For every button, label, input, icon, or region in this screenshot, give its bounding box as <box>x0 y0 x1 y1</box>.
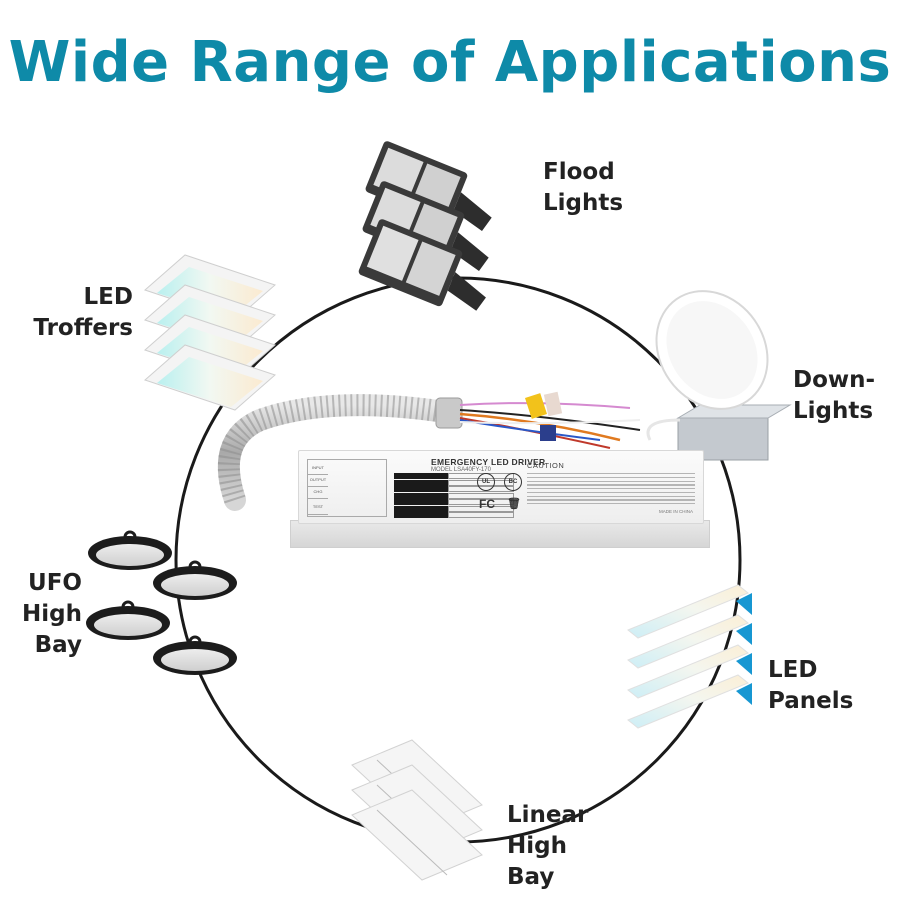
driver-model: MODEL LSA40FY-170 <box>431 467 491 473</box>
label-line: High <box>507 833 567 859</box>
label-ufo-high-bay: UFO High Bay <box>0 568 82 661</box>
linear-high-bay-image <box>351 739 483 881</box>
led-panels-image <box>627 584 752 729</box>
label-linear-high-bay: Linear High Bay <box>507 800 588 893</box>
ul-cert-icon: UL <box>477 473 495 491</box>
down-lights-image <box>646 290 792 461</box>
emergency-led-driver: INPUT OUTPUT CHG TEST EMERGENCY LED DRIV… <box>290 450 710 548</box>
label-led-troffers: LED Troffers <box>0 282 133 344</box>
application-ring <box>174 276 742 844</box>
bc-cert-icon: BC <box>504 473 522 491</box>
driver-wires <box>459 391 641 449</box>
label-line: LED <box>768 657 818 683</box>
label-line: Troffers <box>33 315 133 341</box>
label-line: Flood <box>543 159 615 185</box>
label-line: LED <box>83 284 133 310</box>
label-flood-lights: Flood Lights <box>543 157 623 219</box>
made-in-label: MADE IN CHINA <box>658 509 693 514</box>
label-line: Panels <box>768 688 854 714</box>
wiring-label-test: TEST <box>308 500 328 515</box>
wiring-diagram: INPUT OUTPUT CHG TEST <box>307 459 387 517</box>
ufo-high-bay-image <box>86 530 237 675</box>
spec-table <box>394 473 514 519</box>
wiring-label-input: INPUT <box>308 462 328 475</box>
driver-caution-heading: CAUTION <box>527 461 565 470</box>
led-troffers-image <box>144 254 276 411</box>
label-down-lights: Down- Lights <box>793 365 875 427</box>
driver-label-face: INPUT OUTPUT CHG TEST EMERGENCY LED DRIV… <box>298 450 704 524</box>
label-line: High <box>22 601 82 627</box>
label-line: Bay <box>507 864 555 890</box>
driver-mounting-base <box>290 520 710 548</box>
label-led-panels: LED Panels <box>768 655 853 717</box>
weee-bin-icon: 🗑 <box>507 498 521 510</box>
label-line: Linear <box>507 802 589 828</box>
label-line: Down- <box>793 367 876 393</box>
flood-lights-image <box>358 141 492 311</box>
label-line: Bay <box>34 632 82 658</box>
label-line: Lights <box>793 398 874 424</box>
label-line: Lights <box>543 190 624 216</box>
driver-heading: EMERGENCY LED DRIVER <box>431 457 546 467</box>
wiring-label-chg: CHG <box>308 486 328 499</box>
page-title: Wide Range of Applications <box>8 30 892 95</box>
label-line: UFO <box>28 570 82 596</box>
fc-cert-icon: FC <box>479 497 495 511</box>
wiring-label-output: OUTPUT <box>308 474 328 487</box>
caution-text-block <box>527 473 695 507</box>
